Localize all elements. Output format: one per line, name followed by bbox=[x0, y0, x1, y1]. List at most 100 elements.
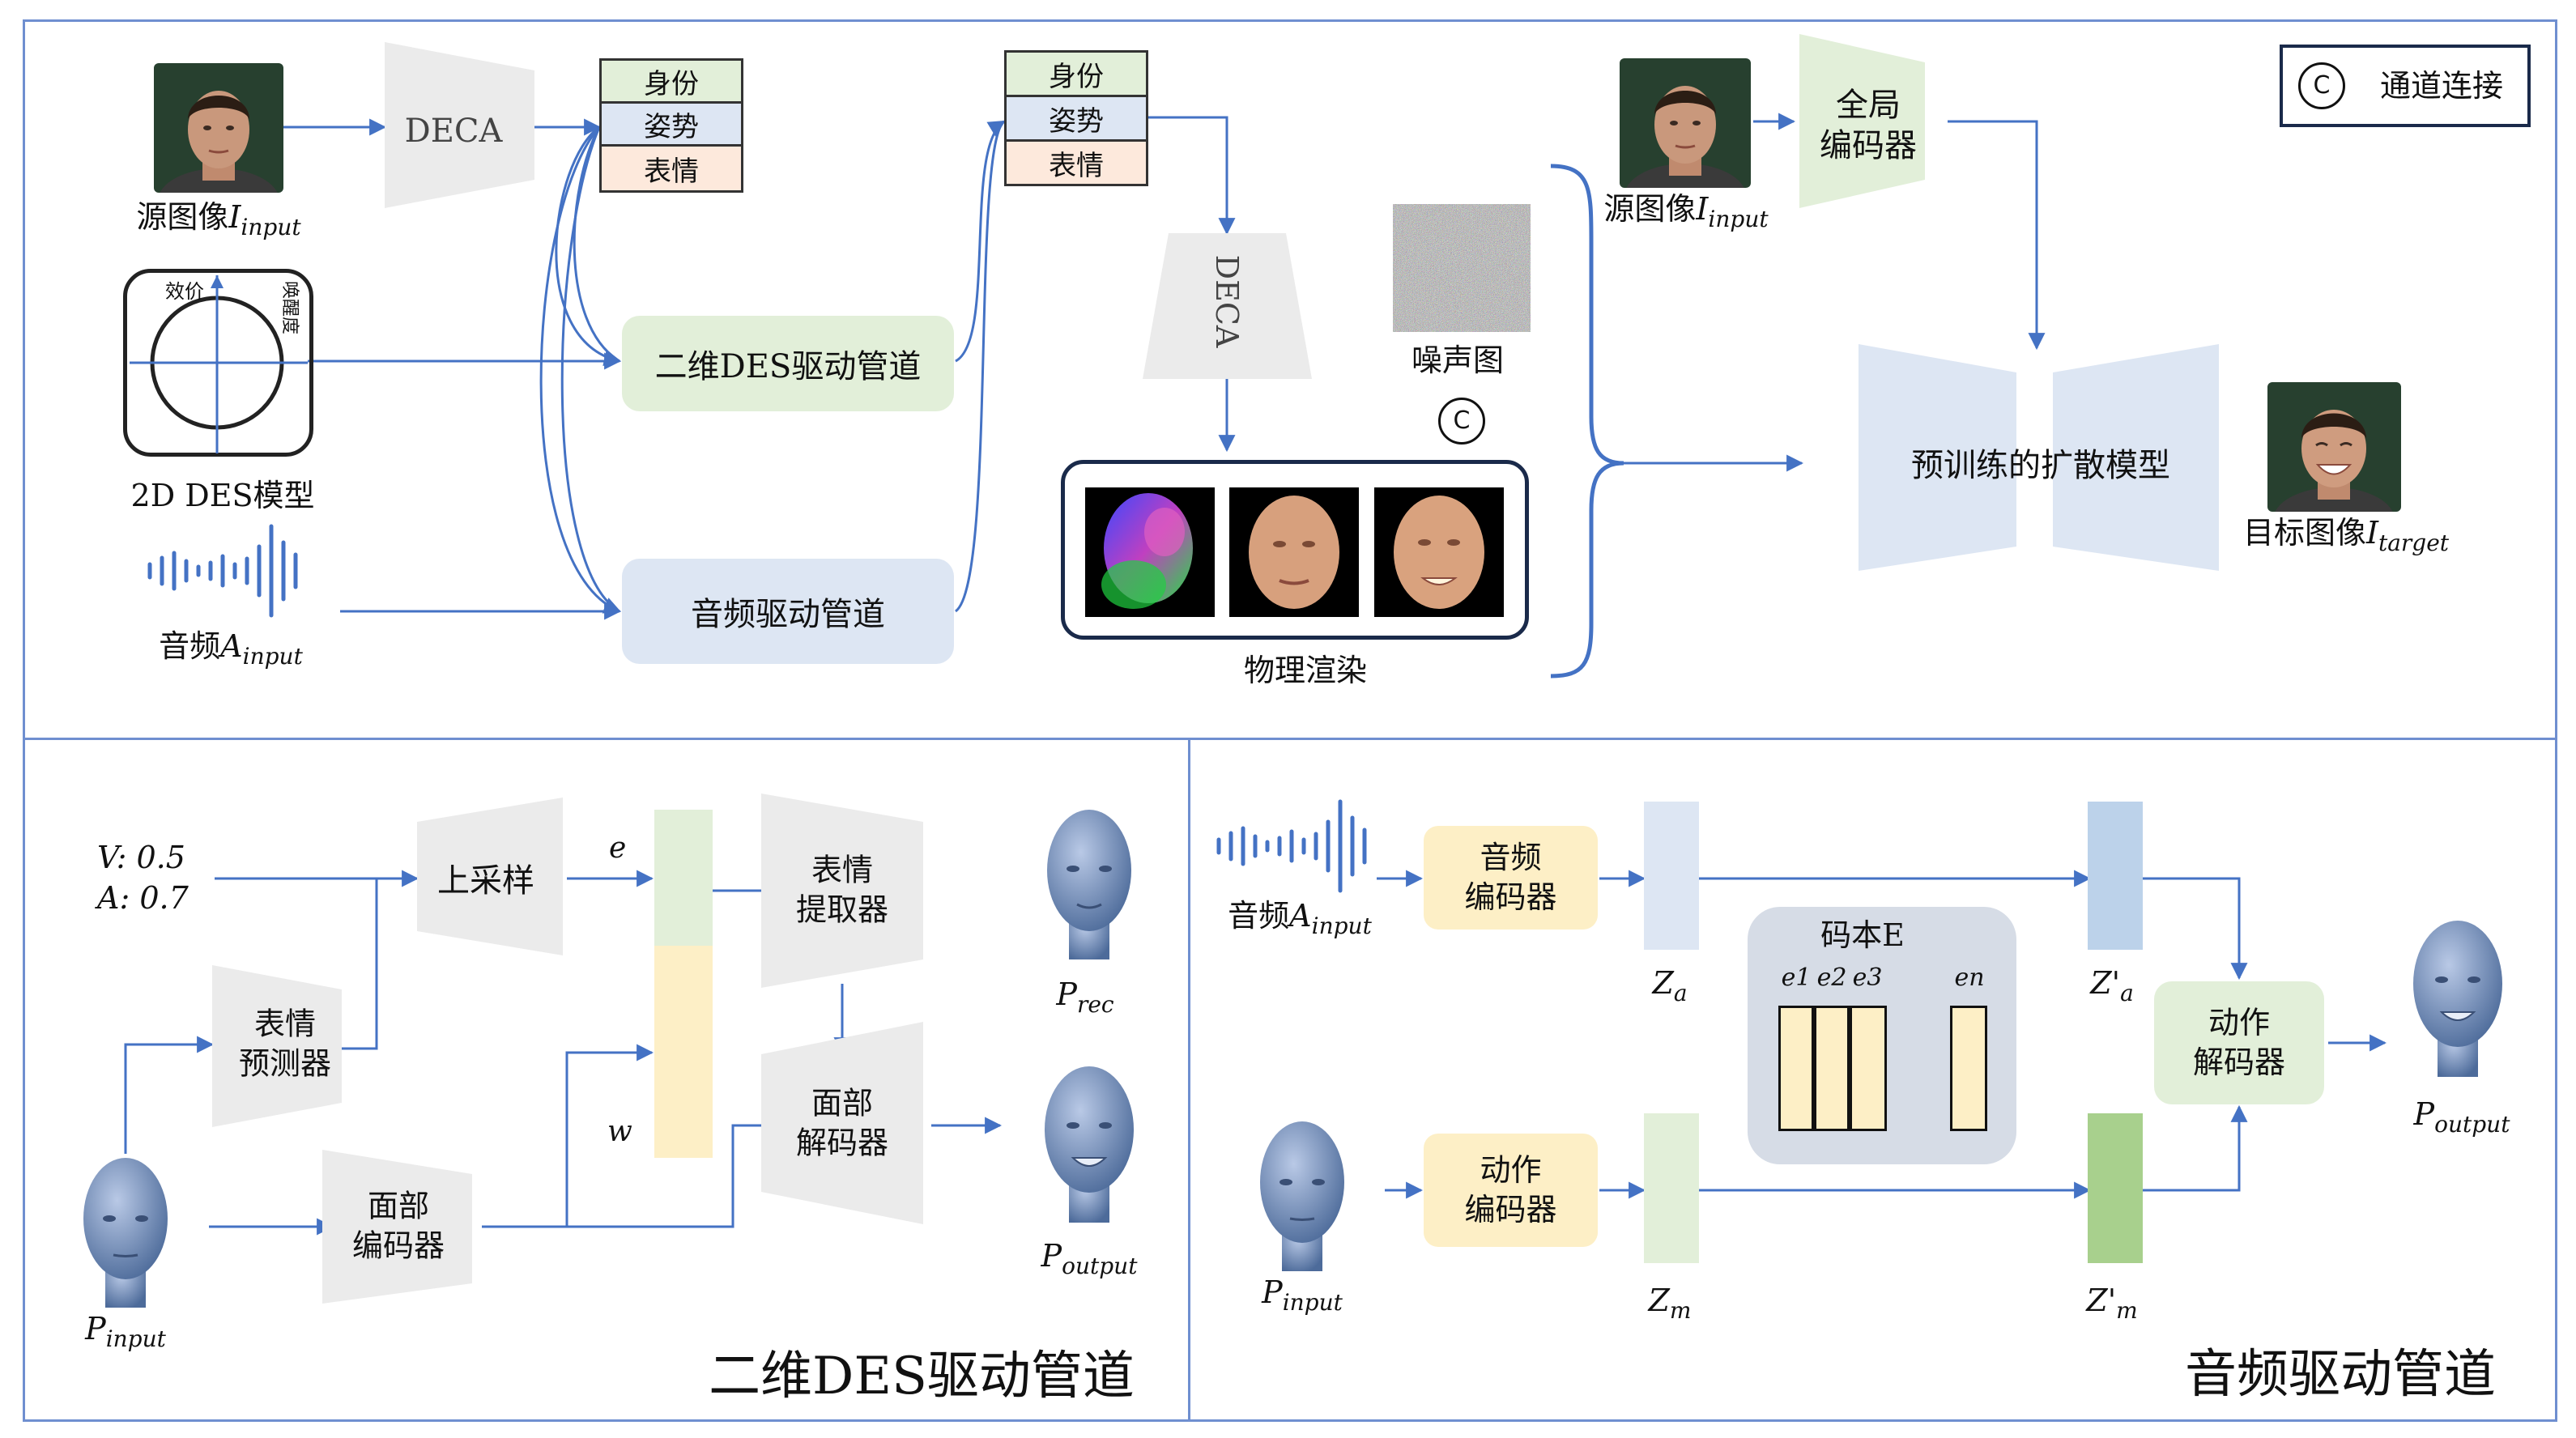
w-vector bbox=[654, 946, 713, 1158]
param-expression-right: 表情 bbox=[1004, 139, 1148, 186]
pipeline-audio-label: 音频驱动管道 bbox=[691, 596, 885, 633]
expression-extractor-shape bbox=[761, 793, 923, 988]
source-image-caption: 源图像Iinput bbox=[136, 199, 301, 240]
legend-label: 通道连接 bbox=[2379, 68, 2504, 104]
zm-prime-vector bbox=[2088, 1113, 2143, 1263]
head-mesh-rec bbox=[1047, 810, 1131, 959]
audio-encoder-label: 音频编码器 bbox=[1464, 839, 1557, 915]
curve-2d-to-params-right bbox=[955, 120, 1006, 363]
des-arousal-label: 唤醒度 bbox=[279, 280, 300, 335]
face-decoder-shape bbox=[761, 1022, 923, 1224]
audio-waveform-icon-2 bbox=[1216, 799, 1367, 893]
param-identity-left: 身份 bbox=[599, 58, 743, 104]
za-vector bbox=[1644, 802, 1699, 950]
arrow-predictor-to-upsample bbox=[340, 879, 378, 1050]
upsample-shape bbox=[417, 798, 563, 955]
noise-map-image bbox=[1393, 204, 1531, 332]
audio-input-caption: 音频Ainput bbox=[159, 628, 303, 670]
zm-prime-label: Z'm bbox=[2086, 1283, 2138, 1324]
face-decoder-label: 面部解码器 bbox=[795, 1085, 889, 1161]
pipeline-2d-des-box: 二维DES驱动管道 bbox=[622, 316, 954, 411]
face-illustration-2 bbox=[1626, 86, 1744, 188]
e-label: e bbox=[609, 832, 627, 865]
arousal-value: A: 0.7 bbox=[97, 880, 189, 916]
head-mesh-output-r bbox=[2413, 921, 2502, 1077]
curve-params-to-audio-b bbox=[560, 126, 620, 613]
param-expression-left: 表情 bbox=[599, 144, 743, 193]
smiling-face-illustration bbox=[2275, 410, 2393, 512]
expression-predictor-label: 表情预测器 bbox=[238, 1006, 332, 1082]
head-mesh-input bbox=[83, 1158, 168, 1308]
codebook-entry-e1: e1 bbox=[1781, 964, 1812, 992]
arrow-encoder-to-w bbox=[482, 1044, 654, 1228]
param-pose-right: 姿势 bbox=[1004, 95, 1148, 142]
za-prime-vector bbox=[2088, 802, 2143, 950]
param-pose-left: 姿势 bbox=[599, 101, 743, 147]
bottom-right-panel-frame bbox=[1188, 738, 2557, 1422]
expression-predictor-shape bbox=[212, 965, 342, 1127]
motion-decoder-label: 动作解码器 bbox=[2192, 1004, 2285, 1080]
za-label: Za bbox=[1652, 965, 1688, 1006]
face-encoder-label: 面部编码器 bbox=[351, 1188, 445, 1264]
concat-symbol: C bbox=[1438, 398, 1485, 445]
p-rec-label: Prec bbox=[1056, 976, 1114, 1018]
p-input-label-r: Pinput bbox=[1262, 1274, 1343, 1316]
global-encoder-shape bbox=[1799, 34, 1925, 208]
arrow-zap-to-decoder bbox=[2138, 877, 2248, 981]
target-image-caption: 目标图像Itarget bbox=[2242, 515, 2450, 556]
zm-vector bbox=[1644, 1113, 1699, 1263]
p-input-label: Pinput bbox=[85, 1311, 166, 1352]
param-identity-right: 身份 bbox=[1004, 50, 1148, 97]
arrow-encoder-to-diffusion bbox=[1948, 120, 2046, 351]
physical-render-label: 物理渲染 bbox=[1243, 653, 1368, 688]
codebook-entry-e3: e3 bbox=[1852, 964, 1883, 992]
audio-waveform-icon bbox=[147, 524, 298, 618]
curve-params-to-2d-b bbox=[573, 126, 620, 363]
deca-center-label: DECA bbox=[1209, 254, 1245, 348]
codebook-cell-1 bbox=[1778, 1006, 1814, 1131]
head-mesh-input-r bbox=[1260, 1121, 1344, 1271]
legend-symbol: C bbox=[2298, 62, 2345, 109]
e-vector bbox=[654, 810, 713, 946]
curve-params-to-2d bbox=[555, 126, 622, 367]
face-encoder-shape bbox=[322, 1150, 472, 1304]
pipeline-audio-box: 音频驱动管道 bbox=[622, 559, 954, 664]
codebook-entry-e2: e2 bbox=[1816, 964, 1847, 992]
des-valence-label: 效价 bbox=[165, 280, 204, 303]
deca-center-shape bbox=[1143, 233, 1312, 379]
curve-params-to-audio bbox=[539, 126, 621, 614]
shaded-render-2 bbox=[1374, 487, 1504, 617]
des-model-box bbox=[123, 269, 313, 457]
source-face-photo-2 bbox=[1620, 58, 1751, 188]
bottom-right-title: 音频驱动管道 bbox=[2185, 1345, 2496, 1405]
audio-encoder-box: 音频编码器 bbox=[1424, 826, 1598, 930]
normal-map-render bbox=[1085, 487, 1215, 617]
des-model-title: 2D DES模型 bbox=[130, 478, 315, 513]
p-output-label: Poutput bbox=[1041, 1238, 1138, 1279]
source-face-photo bbox=[154, 63, 283, 193]
deca-left-label: DECA bbox=[404, 113, 503, 150]
codebook-entry-en: en bbox=[1954, 964, 1985, 992]
audio-input-caption-2: 音频Ainput bbox=[1228, 898, 1372, 939]
deca-encoder-shape bbox=[385, 42, 534, 208]
codebook-title: 码本E bbox=[1820, 917, 1905, 953]
motion-decoder-box: 动作解码器 bbox=[2154, 981, 2324, 1104]
des-circumplex bbox=[130, 275, 308, 453]
arrow-params-to-deca bbox=[1148, 116, 1236, 236]
diffusion-model-shape bbox=[1859, 344, 2219, 571]
head-mesh-output bbox=[1045, 1066, 1134, 1223]
codebook-cell-2 bbox=[1814, 1006, 1850, 1131]
p-output-label-r: Poutput bbox=[2413, 1096, 2510, 1138]
pipeline-2d-des-label: 二维DES驱动管道 bbox=[654, 348, 922, 385]
target-face-photo bbox=[2267, 382, 2401, 512]
arrow-zmp-to-decoder bbox=[2138, 1104, 2248, 1192]
za-prime-label: Z'a bbox=[2090, 965, 2134, 1006]
legend-box bbox=[2280, 45, 2531, 127]
shaded-render-1 bbox=[1229, 487, 1359, 617]
upsample-label: 上采样 bbox=[437, 862, 534, 900]
codebook-cell-3 bbox=[1850, 1006, 1887, 1131]
bottom-left-title: 二维DES驱动管道 bbox=[709, 1347, 1135, 1406]
motion-encoder-box: 动作编码器 bbox=[1424, 1134, 1598, 1247]
